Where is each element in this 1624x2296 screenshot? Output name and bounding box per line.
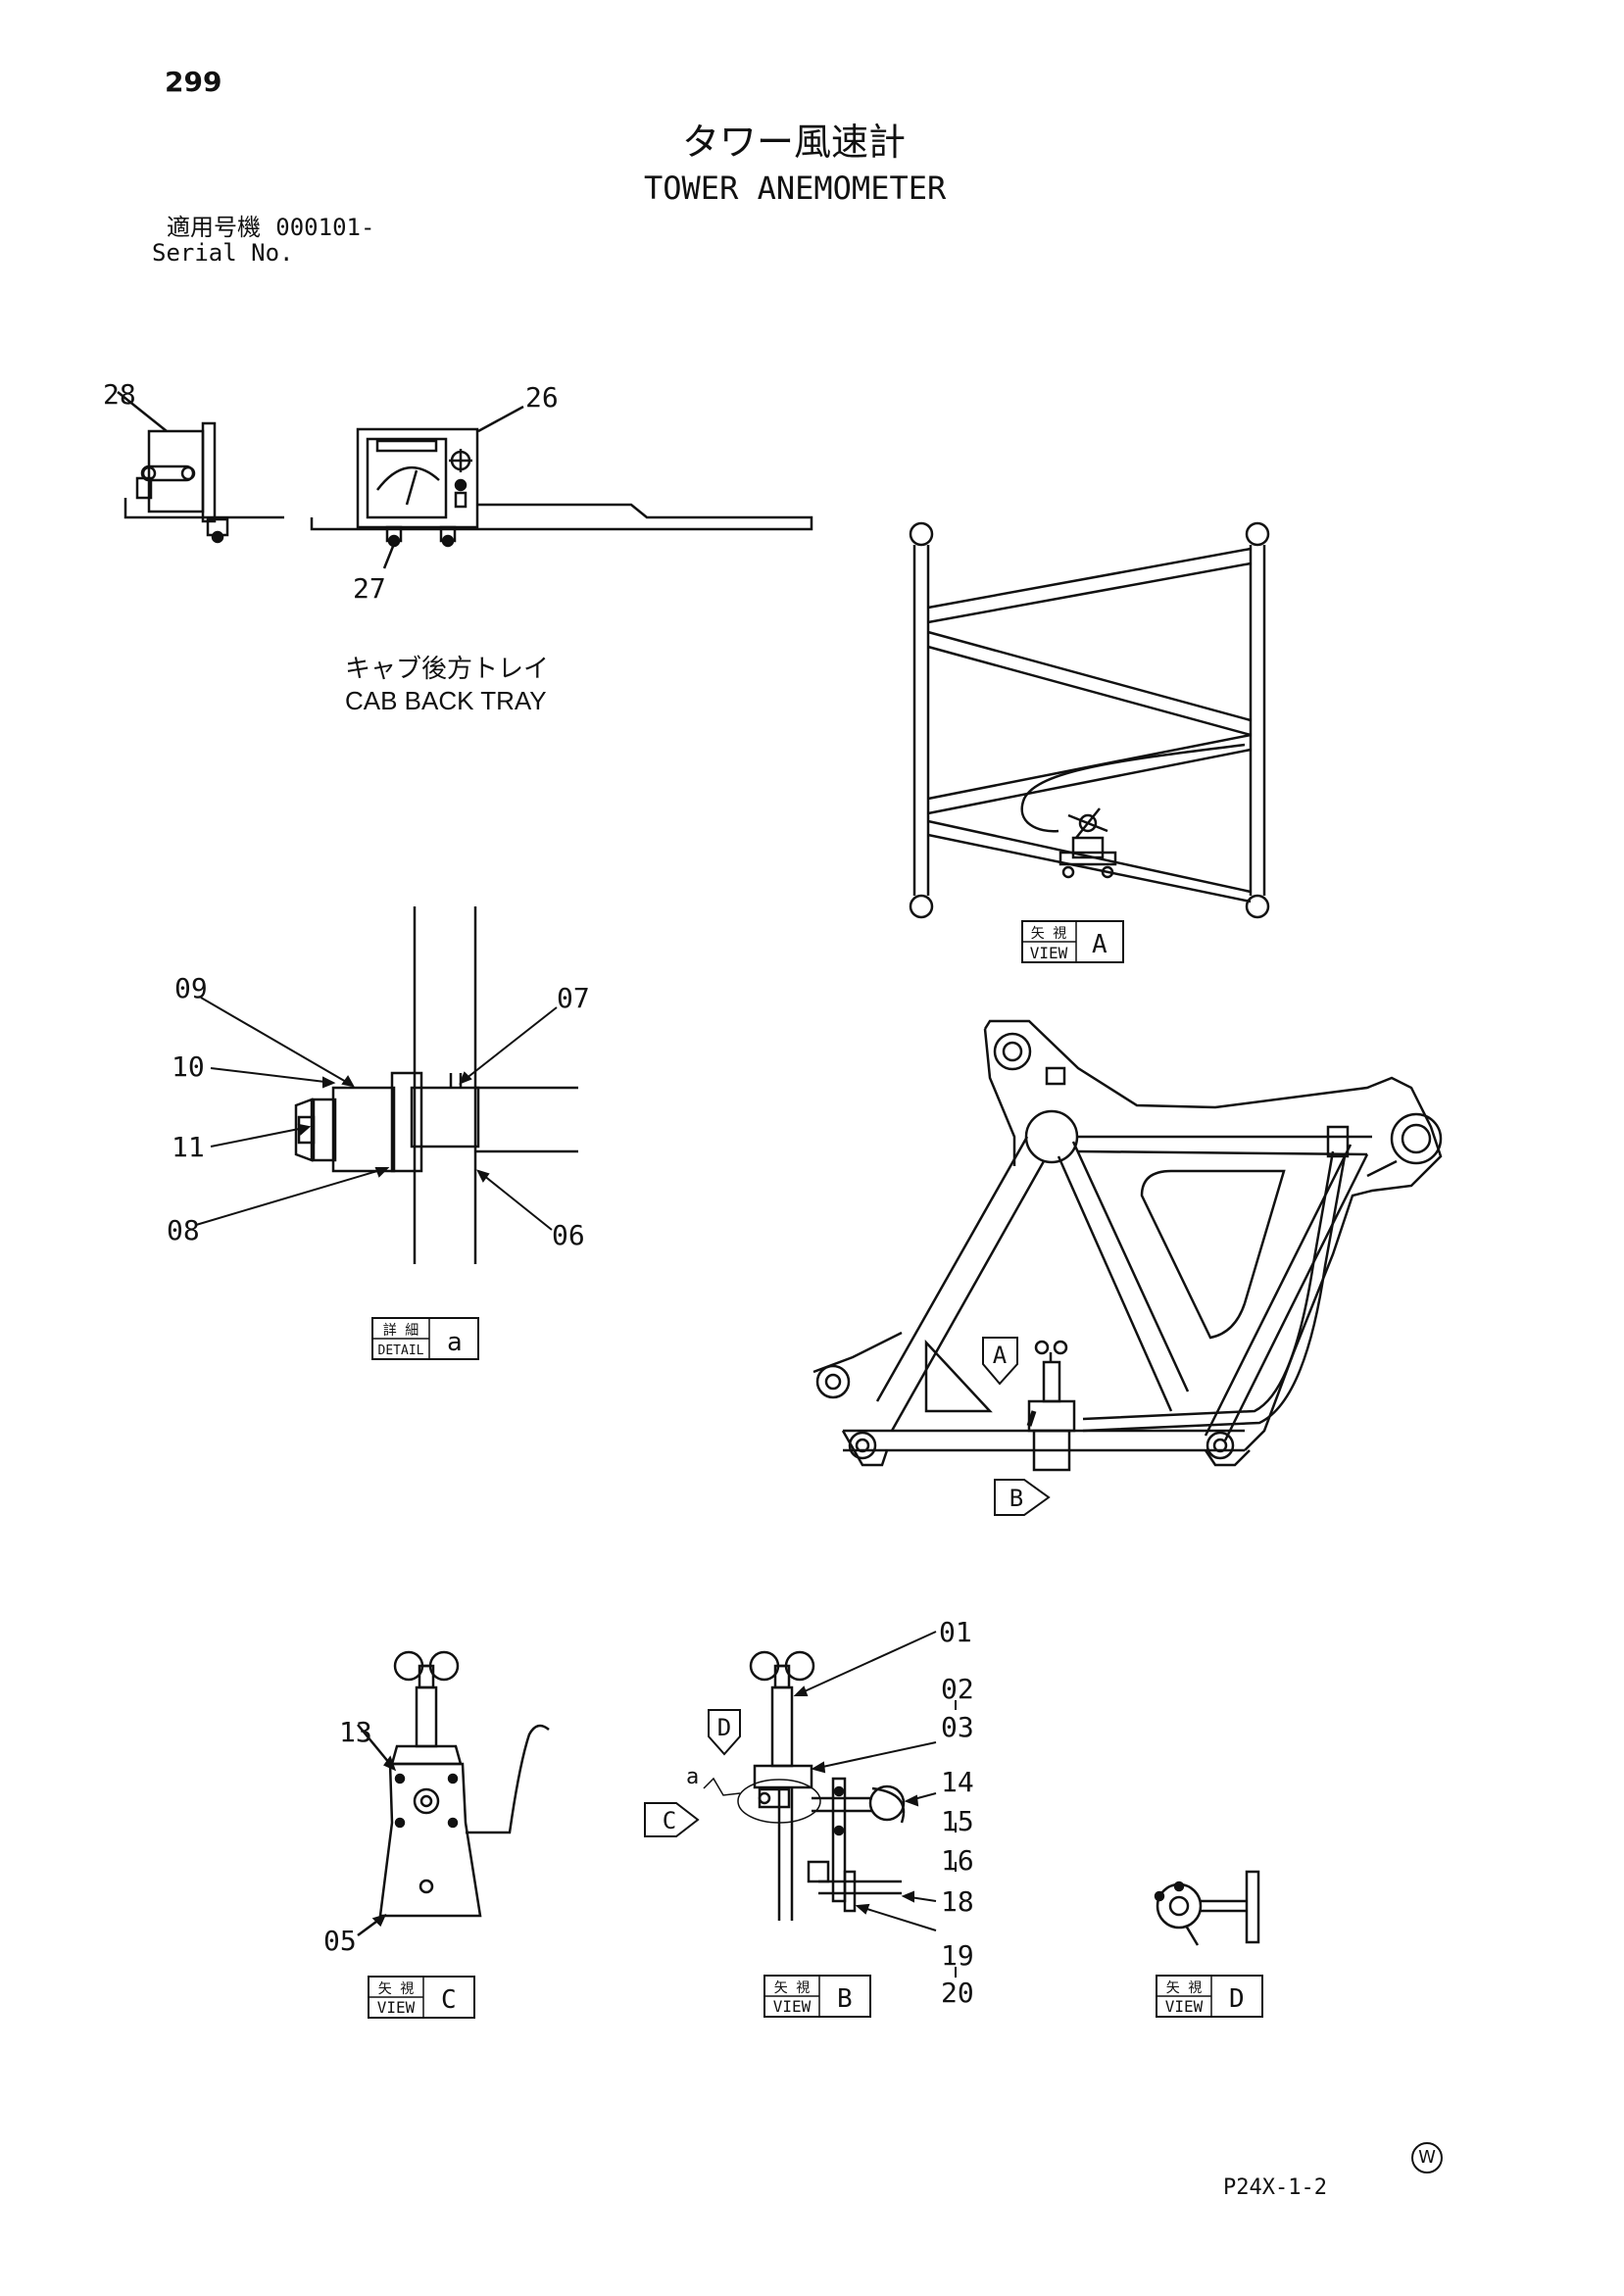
page-number: 299: [165, 66, 222, 98]
cab-tray-label-japanese: キャブ後方トレイ: [345, 655, 550, 684]
part-13: 13: [339, 1716, 372, 1748]
cab-back-tray-drawing: [117, 391, 813, 569]
part-number-callouts: 28 26 27 09 07 10 11 08 06 13 05 01 02 0…: [103, 378, 974, 2009]
view-b-leaders: [793, 1631, 957, 1978]
part-20: 20: [941, 1977, 974, 2009]
part-11: 11: [172, 1131, 205, 1163]
view-b-en: VIEW: [773, 1997, 812, 2016]
detail-a-en: DETAIL: [378, 1343, 424, 1358]
view-d-ja: 矢 視: [1166, 1980, 1202, 1996]
revision-mark: W: [1411, 2142, 1443, 2174]
view-b-letter: B: [837, 1984, 853, 2014]
detail-reference-a: a: [686, 1765, 699, 1789]
view-c-en: VIEW: [377, 1998, 416, 2017]
part-14: 14: [941, 1766, 974, 1798]
view-b-label: 矢 視 VIEW B: [763, 1975, 871, 2018]
view-c-label: 矢 視 VIEW C: [368, 1976, 475, 2019]
part-09: 09: [174, 972, 208, 1004]
part-19: 19: [941, 1939, 974, 1972]
part-03: 03: [941, 1711, 974, 1743]
part-05: 05: [323, 1925, 357, 1957]
detail-a-leaders: [195, 997, 558, 1231]
detail-a-ja: 詳 細: [383, 1323, 418, 1339]
part-18: 18: [941, 1885, 974, 1918]
view-d-letter: D: [1229, 1984, 1245, 2014]
view-d-label: 矢 視 VIEW D: [1156, 1975, 1263, 2018]
part-15: 15: [941, 1805, 974, 1837]
part-02: 02: [941, 1673, 974, 1705]
view-a-en: VIEW: [1030, 944, 1068, 962]
part-27: 27: [353, 572, 386, 605]
part-28: 28: [103, 378, 136, 411]
part-26: 26: [525, 381, 559, 414]
view-c-drawing: [357, 1650, 550, 1937]
detail-a-label: 詳 細 DETAIL a: [371, 1317, 479, 1360]
view-a-letter: A: [1092, 930, 1107, 959]
part-07: 07: [557, 982, 590, 1014]
view-marker-b-letter: B: [1009, 1485, 1023, 1512]
view-d-drawing: [1154, 1870, 1260, 1946]
part-10: 10: [172, 1050, 205, 1083]
view-a-label: 矢 視 VIEW A: [1021, 920, 1124, 963]
view-b-drawing: [703, 1650, 906, 1921]
serial-label-english: Serial No.: [152, 239, 294, 267]
cab-tray-label-english: CAB BACK TRAY: [345, 686, 547, 715]
view-a-ja: 矢 視: [1031, 926, 1066, 942]
part-08: 08: [167, 1214, 200, 1246]
title-english: TOWER ANEMOMETER: [644, 170, 947, 207]
serial-label-japanese: 適用号機 000101-: [167, 216, 374, 239]
view-marker-c-letter: C: [663, 1807, 676, 1834]
view-marker-a-letter: A: [993, 1342, 1008, 1369]
serial-value: 000101-: [275, 214, 375, 241]
view-marker-c: C: [644, 1802, 700, 1837]
view-c-ja: 矢 視: [378, 1981, 414, 1997]
part-16: 16: [941, 1844, 974, 1877]
view-a-drawing: [909, 521, 1270, 919]
detail-a-drawing: [294, 906, 578, 1264]
serial-label-ja-text: 適用号機: [167, 214, 261, 241]
tower-structure-drawing: [812, 1019, 1443, 1472]
view-marker-d: D: [708, 1709, 741, 1756]
view-marker-b: B: [994, 1479, 1051, 1516]
view-b-ja: 矢 視: [774, 1980, 810, 1996]
view-marker-a: A: [982, 1337, 1018, 1386]
detail-a-letter: a: [447, 1328, 463, 1357]
part-06: 06: [552, 1219, 585, 1251]
part-01: 01: [939, 1616, 972, 1648]
view-marker-d-letter: D: [717, 1714, 731, 1741]
title-japanese: タワー風速計: [682, 121, 907, 164]
view-c-letter: C: [441, 1985, 457, 2015]
drawing-code: P24X-1-2: [1223, 2175, 1327, 2200]
view-d-en: VIEW: [1165, 1997, 1204, 2016]
